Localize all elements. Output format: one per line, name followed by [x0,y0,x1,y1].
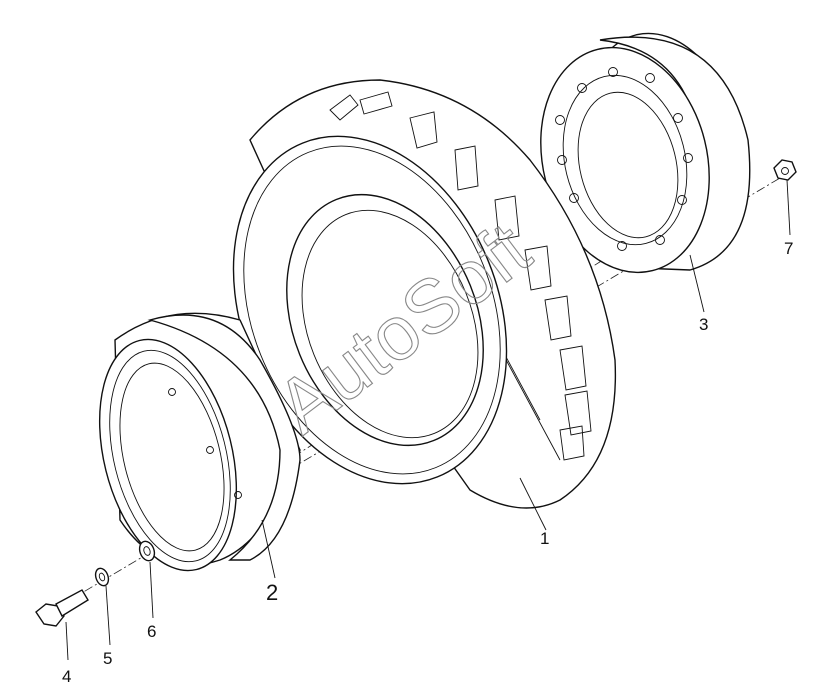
callout-6: 6 [147,622,156,641]
spring-washer [94,567,110,587]
nut [773,159,797,181]
callout-2: 2 [266,580,278,605]
callout-7: 7 [784,239,793,258]
bolt [35,589,89,627]
callout-1: 1 [540,529,549,548]
callout-4: 4 [62,667,71,686]
leader-lines [65,179,791,661]
tyre [232,79,617,509]
rim-half-inner [98,312,301,572]
callout-3: 3 [699,315,708,334]
callout-5: 5 [103,649,112,668]
rim-half-outer [540,32,751,274]
flat-washer [138,540,156,562]
